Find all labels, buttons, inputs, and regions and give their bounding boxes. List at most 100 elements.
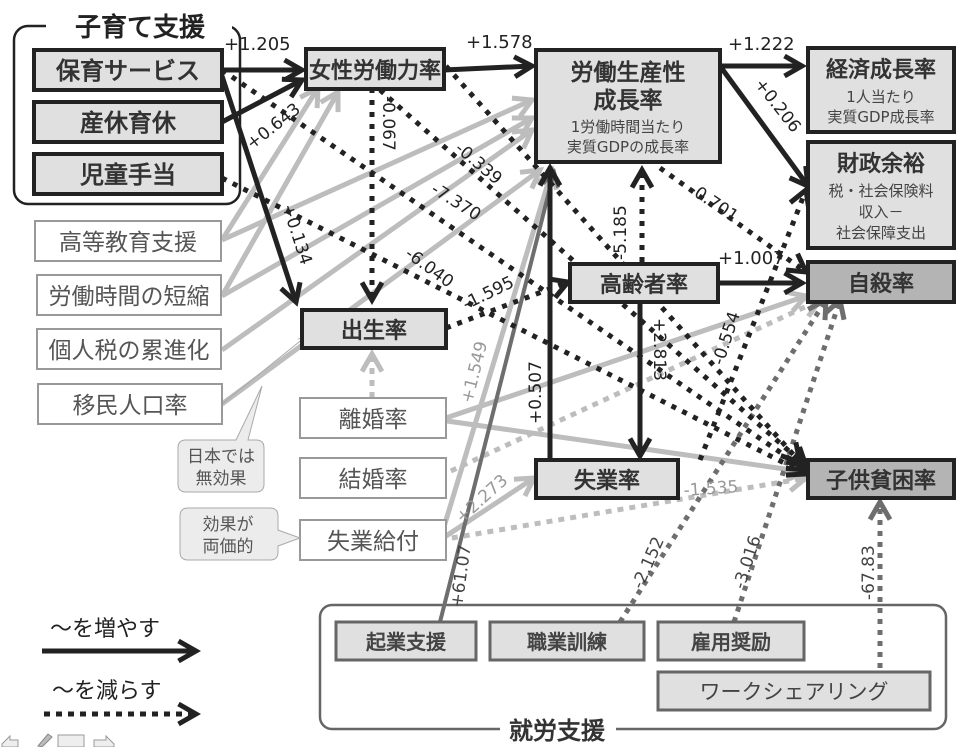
label-josei-seisansei: +1.578 <box>466 32 533 53</box>
employment-group-title: 就労支援 <box>509 717 606 745</box>
node-kigyo-label: 起業支援 <box>365 630 447 654</box>
label-kyufu-kodomo: -1.535 <box>683 477 739 501</box>
node-zaisei-title: 財政余裕 <box>837 151 925 177</box>
label-shitsugyo-seisansei: +0.507 <box>526 361 546 424</box>
edge-josei-seisansei <box>443 54 538 79</box>
edge-shokugyo-jisatsu <box>617 295 829 624</box>
node-shitsugyo-kyufu[interactable]: 失業給付 <box>299 519 447 561</box>
node-rodo-tanshuku[interactable]: 労働時間の短縮 <box>36 274 222 316</box>
node-shussho-label: 出生率 <box>341 318 407 344</box>
pen-icon[interactable] <box>37 733 53 747</box>
next-slide-icon[interactable] <box>93 734 115 747</box>
node-kodomo-hinkon[interactable]: 子供貧困率 <box>806 458 956 500</box>
node-shitsugyo-kyufu-label: 失業給付 <box>327 529 419 555</box>
childcare-group: 子育て支援 <box>12 12 242 206</box>
callout-no-effect-line2: 無効果 <box>196 469 247 489</box>
node-koyo-label: 雇用奨励 <box>691 630 771 654</box>
edge-kojinzei-seisansei <box>220 127 537 353</box>
node-koreisha-label: 高齢者率 <box>600 272 688 298</box>
node-sankyu-label: 産休育休 <box>80 109 177 137</box>
label-kyufu-seisansei: +1.549 <box>457 339 492 405</box>
node-koreisha[interactable]: 高齢者率 <box>568 262 720 304</box>
node-jisatsu-label: 自殺率 <box>848 271 914 297</box>
label-koreisha-shitsugyo: +2.813 <box>649 318 669 381</box>
node-zaisei-sub3: 社会保障支出 <box>836 224 926 242</box>
node-seisansei-title2: 成長率 <box>594 87 663 114</box>
node-kodomo-hinkon-label: 子供貧困率 <box>826 468 936 494</box>
node-zaisei-sub2: 収入－ <box>858 203 903 221</box>
edge-jido-kodomo <box>220 175 811 478</box>
edge-kodomo-zaisei <box>697 185 812 461</box>
node-shussho[interactable]: 出生率 <box>300 308 448 350</box>
label-hoiku-josei: +1.205 <box>224 34 291 55</box>
label-seisansei-keizai: +1.222 <box>728 34 795 55</box>
node-koto-label: 高等教育支援 <box>59 230 197 256</box>
edge-kyufu-shitsugyo <box>438 475 539 543</box>
node-josei[interactable]: 女性労働力率 <box>304 47 446 91</box>
edge-koto-seisansei <box>220 95 537 243</box>
label-koreisha-jisatsu: +1.007 <box>718 248 785 269</box>
legend-decrease-label: ～を減らす <box>52 679 162 704</box>
menu-icon[interactable] <box>57 734 85 747</box>
node-seisansei-sub2: 実質GDPの成長率 <box>567 138 689 156</box>
node-keizai-title: 経済成長率 <box>826 57 936 83</box>
node-keizai-sub1: 1人当たり <box>846 88 916 106</box>
label-josei-shussho: -0.067 <box>378 96 398 151</box>
label-seisansei-jisatsu: -0.701 <box>685 180 742 227</box>
node-imin[interactable]: 移民人口率 <box>37 383 223 425</box>
employment-group: 就労支援 <box>318 603 948 745</box>
callout-ambivalent-line2: 両価的 <box>203 537 254 557</box>
node-seisansei[interactable]: 労働生産性 成長率 1労働時間当たり 実質GDPの成長率 <box>534 48 722 164</box>
node-kojinzei-label: 個人税の累進化 <box>49 338 210 364</box>
node-shokugyo-label: 職業訓練 <box>527 630 607 654</box>
edge-rikon-kodomo <box>439 417 811 482</box>
label-koreisha-seisansei: -5.185 <box>611 205 631 260</box>
node-shitsugyo[interactable]: 失業率 <box>534 458 680 500</box>
node-sankyu[interactable]: 産休育休 <box>32 100 224 144</box>
callout-ambivalent: 効果が 両価的 <box>179 507 302 561</box>
callout-ambivalent-line1: 効果が <box>203 515 254 535</box>
prev-slide-icon[interactable] <box>1 734 19 747</box>
node-jido[interactable]: 児童手当 <box>32 152 224 196</box>
node-kojinzei[interactable]: 個人税の累進化 <box>36 328 222 370</box>
dark-solid-edges <box>219 53 811 462</box>
node-hoiku[interactable]: 保育サービス <box>32 48 224 92</box>
edge-rodo-josei <box>219 87 341 298</box>
callout-no-effect-line1: 日本では <box>187 447 255 467</box>
node-zaisei-sub1: 税・社会保険料 <box>828 182 933 200</box>
node-worksharing[interactable]: ワークシェアリング <box>656 670 932 712</box>
edge-kekkon-jisatsu <box>438 295 825 479</box>
node-shokugyo[interactable]: 職業訓練 <box>488 620 646 662</box>
node-rikon-label: 離婚率 <box>339 407 408 433</box>
node-koto[interactable]: 高等教育支援 <box>34 220 222 262</box>
node-kigyo[interactable]: 起業支援 <box>334 620 478 662</box>
label-kigyo-seisansei: +61.07 <box>447 544 476 609</box>
node-seisansei-sub1: 1労働時間当たり <box>571 118 686 136</box>
node-kekkon[interactable]: 結婚率 <box>299 457 447 499</box>
node-kekkon-label: 結婚率 <box>339 467 408 493</box>
node-zaisei[interactable]: 財政余裕 税・社会保険料 収入－ 社会保障支出 <box>806 140 956 250</box>
node-keizai-sub2: 実質GDP成長率 <box>827 108 934 126</box>
edge-kyufu-seisansei <box>437 165 559 541</box>
node-koyo[interactable]: 雇用奨励 <box>656 620 806 662</box>
edge-hoiku-kodomo <box>220 67 811 473</box>
edge-rodo-seisansei <box>220 115 537 299</box>
node-keizai[interactable]: 経済成長率 1人当たり 実質GDP成長率 <box>806 46 956 134</box>
edge-imin-shussho <box>221 337 305 405</box>
light-gray-dotted-edges <box>359 295 825 543</box>
label-shokugyo-zaisei: -2.152 <box>628 534 669 592</box>
node-rodo-tanshuku-label: 労働時間の短縮 <box>49 284 210 310</box>
node-shitsugyo-label: 失業率 <box>574 468 640 494</box>
childcare-group-title: 子育て支援 <box>75 12 206 43</box>
node-jisatsu[interactable]: 自殺率 <box>806 260 956 304</box>
edge-koto-josei <box>219 83 321 242</box>
node-rikon[interactable]: 離婚率 <box>299 397 447 439</box>
node-hoiku-label: 保育サービス <box>55 57 200 85</box>
node-josei-label: 女性労働力率 <box>309 58 441 84</box>
edge-kigyo-seisansei <box>438 168 561 623</box>
node-seisansei-title1: 労働生産性 <box>571 59 686 86</box>
callout-no-effect: 日本では 無効果 <box>177 385 265 493</box>
label-seisansei-zaisei: +0.206 <box>750 75 804 137</box>
label-worksharing-kodomo: -67.83 <box>859 545 879 600</box>
